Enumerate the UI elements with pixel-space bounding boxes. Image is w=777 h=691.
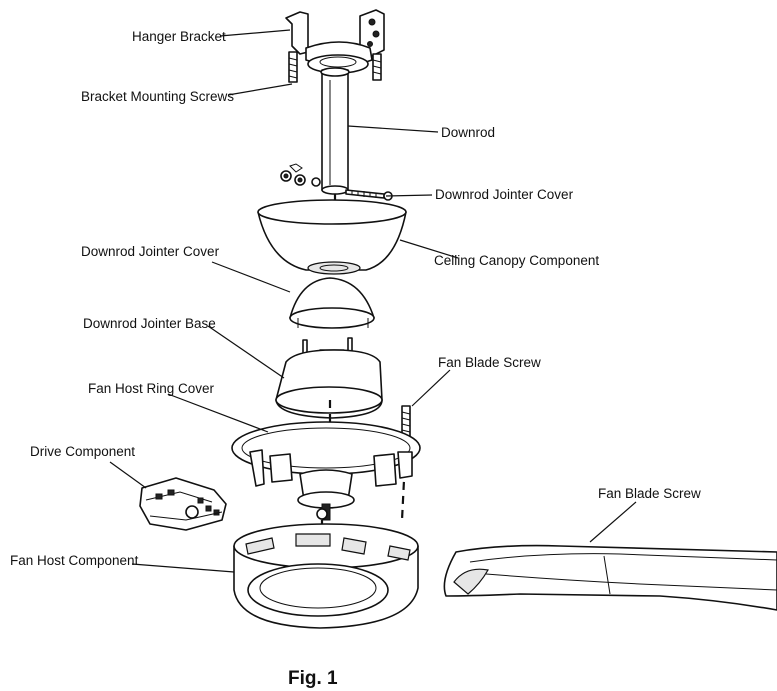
downrod-jointer-cover bbox=[289, 277, 375, 329]
label-fan-blade-screw: Fan Blade Screw bbox=[438, 355, 541, 370]
label-downrod-jointer-cover: Downrod Jointer Cover bbox=[81, 244, 220, 259]
label-fan-host-ring-cover: Fan Host Ring Cover bbox=[88, 381, 215, 396]
label-downrod: Downrod bbox=[441, 125, 495, 140]
bracket-mounting-screws bbox=[288, 51, 382, 83]
label-hanger-bracket: Hanger Bracket bbox=[132, 29, 226, 44]
label-fan-blade-screw-right: Fan Blade Screw bbox=[598, 486, 701, 501]
leader-lines bbox=[109, 29, 637, 573]
fan-host-ring-cover bbox=[231, 421, 421, 538]
ceiling-canopy-component bbox=[257, 199, 407, 275]
label-fan-host-component: Fan Host Component bbox=[10, 553, 139, 568]
figure-caption: Fig. 1 bbox=[288, 668, 338, 689]
downrod-pin-hardware bbox=[280, 163, 393, 212]
label-downrod-jointer-base: Downrod Jointer Base bbox=[83, 316, 216, 331]
label-downrod-jointer-cover-top: Downrod Jointer Cover bbox=[435, 187, 574, 202]
label-bracket-mounting-screws: Bracket Mounting Screws bbox=[81, 89, 234, 104]
hanger-bracket bbox=[285, 9, 385, 74]
callout-labels: Hanger Bracket Bracket Mounting Screws D… bbox=[10, 29, 701, 568]
downrod bbox=[320, 67, 350, 195]
drive-component bbox=[139, 477, 227, 531]
label-ceiling-canopy-component: Celling Canopy Component bbox=[434, 253, 599, 268]
fan-host-component bbox=[233, 523, 419, 629]
downrod-jointer-base bbox=[275, 349, 383, 440]
fan-blade bbox=[443, 544, 777, 611]
label-drive-component: Drive Component bbox=[30, 444, 135, 459]
